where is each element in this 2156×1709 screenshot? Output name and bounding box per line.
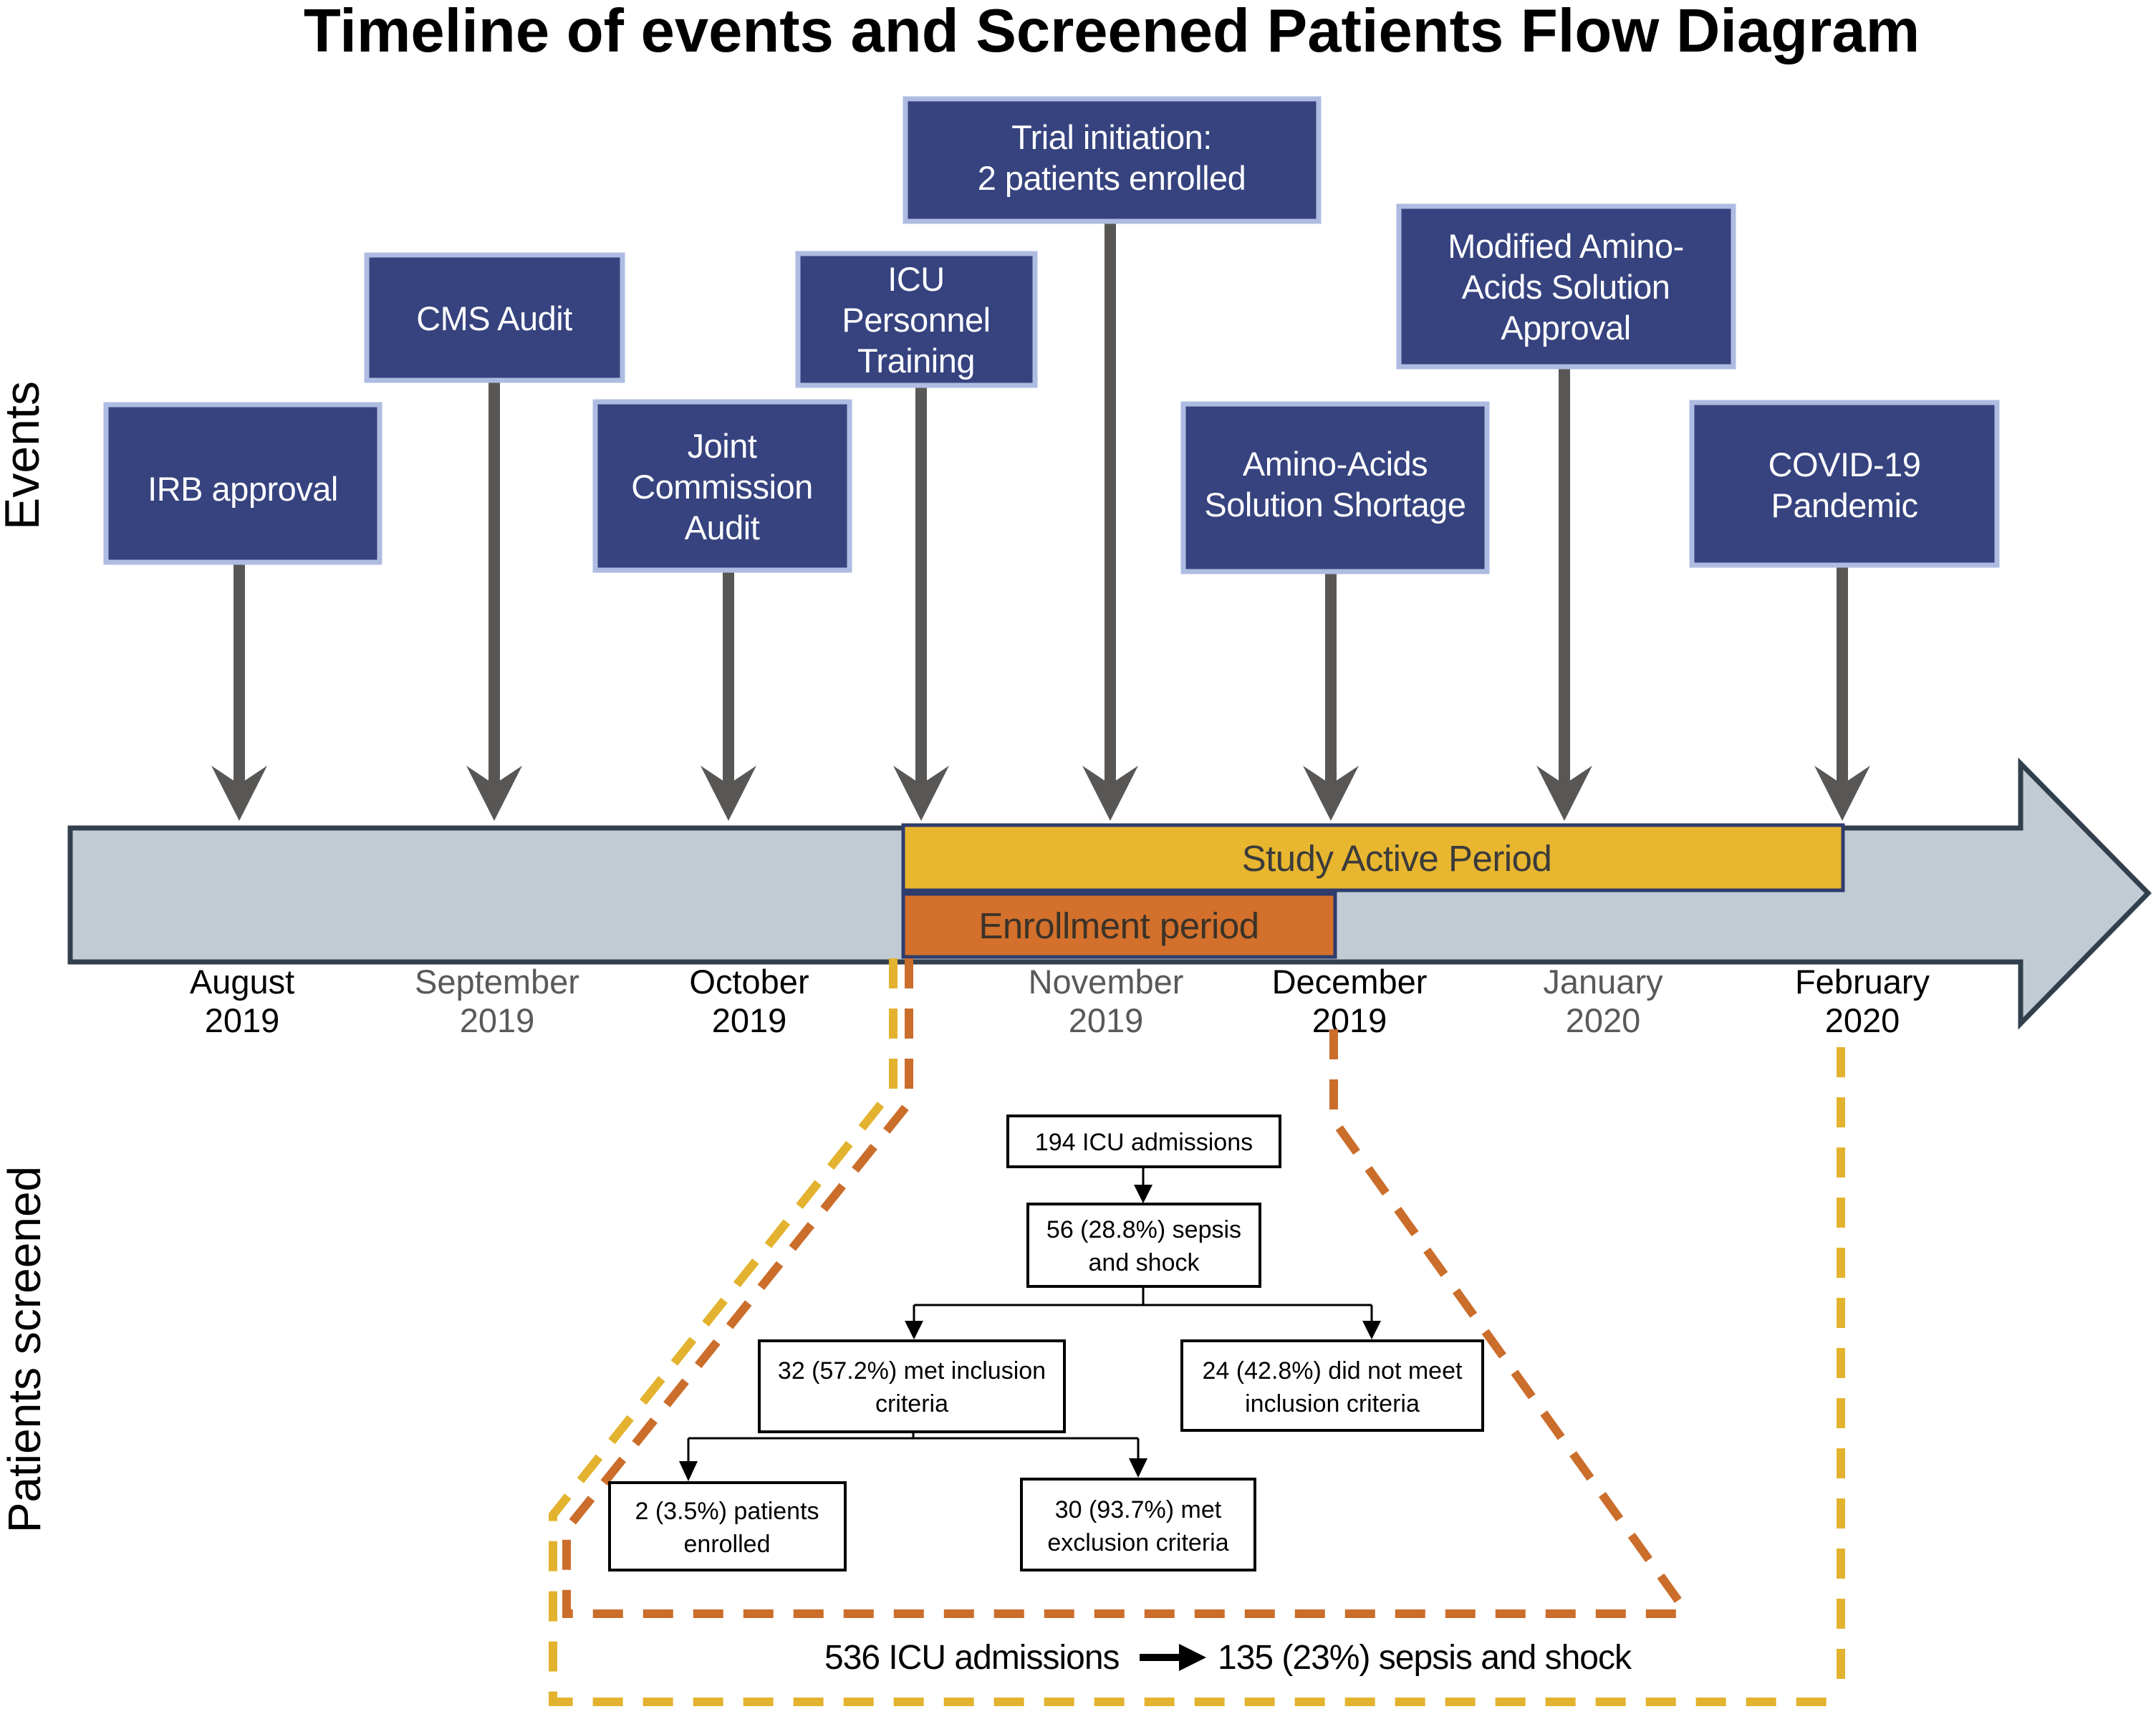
svg-text:CMS Audit: CMS Audit [416, 299, 572, 337]
svg-text:and shock: and shock [1089, 1249, 1200, 1276]
svg-text:February: February [1795, 963, 1930, 1001]
svg-text:Pandemic: Pandemic [1771, 486, 1918, 524]
svg-text:Trial initiation:: Trial initiation: [1011, 118, 1212, 156]
svg-text:Personnel: Personnel [842, 301, 990, 339]
svg-text:August: August [190, 963, 294, 1001]
svg-text:September: September [415, 963, 579, 1001]
svg-text:December: December [1272, 963, 1428, 1001]
svg-text:inclusion criteria: inclusion criteria [1245, 1390, 1420, 1417]
svg-text:Enrollment period: Enrollment period [978, 905, 1259, 946]
svg-text:Audit: Audit [685, 509, 760, 547]
svg-text:536 ICU admissions: 536 ICU admissions [824, 1639, 1120, 1677]
svg-text:Amino-Acids: Amino-Acids [1243, 445, 1428, 483]
svg-text:COVID-19: COVID-19 [1768, 446, 1921, 483]
svg-text:2 patients enrolled: 2 patients enrolled [978, 159, 1246, 197]
svg-text:56 (28.8%) sepsis: 56 (28.8%) sepsis [1046, 1216, 1241, 1243]
svg-text:2019: 2019 [205, 1001, 280, 1039]
svg-text:Modified Amino-: Modified Amino- [1448, 227, 1684, 265]
svg-text:IRB approval: IRB approval [148, 470, 338, 508]
svg-text:enrolled: enrolled [684, 1531, 771, 1558]
svg-text:exclusion criteria: exclusion criteria [1047, 1529, 1228, 1556]
svg-text:criteria: criteria [875, 1390, 948, 1417]
svg-text:Acids Solution: Acids Solution [1462, 268, 1670, 306]
svg-text:ICU: ICU [887, 260, 944, 298]
svg-text:October: October [689, 963, 809, 1001]
svg-text:2019: 2019 [712, 1001, 787, 1039]
svg-text:Study Active Period: Study Active Period [1242, 838, 1552, 879]
svg-text:January: January [1543, 963, 1663, 1001]
svg-text:30 (93.7%) met: 30 (93.7%) met [1055, 1496, 1222, 1523]
svg-text:Training: Training [857, 342, 975, 380]
svg-text:24 (42.8%) did not meet: 24 (42.8%) did not meet [1203, 1357, 1463, 1385]
svg-text:Patients screened: Patients screened [0, 1166, 50, 1533]
svg-text:Joint: Joint [688, 427, 757, 465]
svg-text:2019: 2019 [460, 1001, 535, 1039]
svg-text:November: November [1029, 963, 1184, 1001]
svg-text:Events: Events [0, 381, 49, 530]
svg-text:135 (23%) sepsis and shock: 135 (23%) sepsis and shock [1218, 1639, 1632, 1677]
svg-text:194 ICU admissions: 194 ICU admissions [1035, 1129, 1253, 1156]
svg-text:Timeline of events and Screene: Timeline of events and Screened Patients… [304, 0, 1920, 65]
svg-text:2 (3.5%) patients: 2 (3.5%) patients [635, 1498, 819, 1525]
svg-text:Approval: Approval [1501, 309, 1631, 347]
svg-text:2020: 2020 [1566, 1001, 1641, 1039]
svg-text:2019: 2019 [1312, 1001, 1387, 1039]
svg-text:Commission: Commission [631, 468, 813, 506]
svg-text:2020: 2020 [1825, 1001, 1900, 1039]
svg-text:2019: 2019 [1069, 1001, 1144, 1039]
svg-text:32 (57.2%) met inclusion: 32 (57.2%) met inclusion [778, 1357, 1046, 1385]
svg-text:Solution Shortage: Solution Shortage [1204, 486, 1466, 524]
